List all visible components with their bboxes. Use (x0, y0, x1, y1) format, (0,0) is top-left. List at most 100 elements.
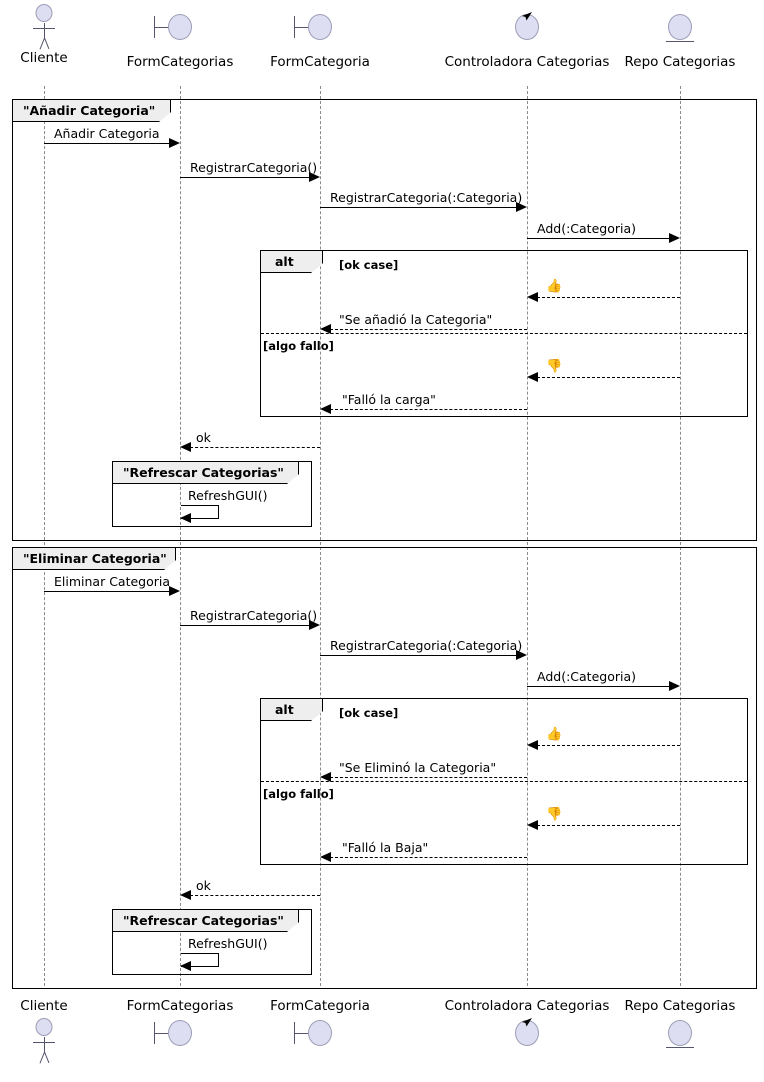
alt-operator-tab: alt (261, 699, 323, 721)
nested-frame-refrescar-categorias-2[interactable]: "Refrescar Categorias" (112, 909, 312, 975)
alt-operator-tab: alt (261, 251, 323, 273)
arrowhead-left-icon (180, 890, 191, 900)
message-label-registrarcategoria-categoria: RegistrarCategoria(:Categoria) (330, 638, 523, 653)
message-label-ok: ok (196, 878, 211, 893)
message-line (180, 625, 310, 626)
message-line-return (190, 447, 320, 448)
message-label-se-anadio: "Se añadió la Categoria" (339, 312, 493, 327)
arrowhead-right-icon (669, 233, 680, 243)
frame-title: "Refrescar Categorias" (123, 913, 284, 928)
frame-title: "Eliminar Categoria" (23, 551, 167, 566)
arrowhead-left-icon (527, 372, 538, 382)
arrowhead-right-icon (309, 620, 320, 630)
self-message-loop (181, 953, 219, 967)
arrowhead-left-icon (180, 961, 191, 971)
arrowhead-left-icon (180, 513, 191, 523)
frame-anadir-categoria[interactable]: "Añadir Categoria" (12, 99, 757, 541)
entity-icon (575, 14, 764, 54)
arrowhead-right-icon (169, 586, 180, 596)
message-label-refreshgui: RefreshGUI() (188, 936, 268, 951)
message-line-return (190, 895, 320, 896)
participant-label: Controladora Categorias (444, 998, 610, 1014)
alt-operator-label: alt (275, 702, 294, 717)
participant-label: Repo Categorias (624, 54, 736, 70)
message-line (320, 655, 517, 656)
message-label-thumbs-down: 👎 (546, 807, 563, 822)
message-label-add-categoria: Add(:Categoria) (537, 221, 636, 236)
arrowhead-left-icon (320, 852, 331, 862)
arrowhead-left-icon (320, 772, 331, 782)
message-line (180, 177, 310, 178)
participant-label: Controladora Categorias (444, 54, 610, 70)
boundary-icon (75, 14, 285, 54)
participant-foot-controladora-categorias[interactable]: Controladora Categorias (422, 998, 632, 1060)
frame-title: "Añadir Categoria" (23, 103, 156, 118)
frame-title: "Refrescar Categorias" (123, 465, 284, 480)
alt-guard-ok: [ok case] (339, 706, 399, 720)
participant-foot-formcategorias[interactable]: FormCategorias (75, 998, 285, 1060)
participant-head-controladora-categorias[interactable]: Controladora Categorias (422, 12, 632, 70)
self-message-loop (181, 505, 219, 519)
participant-head-cliente[interactable]: Cliente (0, 4, 149, 66)
frame-eliminar-categoria[interactable]: "Eliminar Categoria" (12, 547, 757, 989)
message-label-fallo-carga: "Falló la carga" (342, 392, 436, 407)
message-line-return (537, 745, 680, 746)
message-label-eliminar-categoria: Eliminar Categoria (54, 574, 171, 589)
frame-title-tab: "Eliminar Categoria" (13, 548, 176, 570)
participant-label: Cliente (20, 50, 68, 66)
message-line-return (537, 377, 680, 378)
participant-head-formcategoria[interactable]: FormCategoria (215, 14, 425, 70)
participant-label: FormCategorias (126, 998, 234, 1014)
message-label-registrarcategoria-categoria: RegistrarCategoria(:Categoria) (330, 190, 523, 205)
alt-fragment-1[interactable]: alt (260, 250, 748, 417)
message-line (527, 686, 670, 687)
message-label-thumbs-up: 👍 (546, 727, 563, 742)
message-line-return (330, 409, 527, 410)
alt-fragment-2[interactable]: alt (260, 698, 748, 865)
participant-label: FormCategoria (270, 54, 370, 70)
arrowhead-right-icon (169, 138, 180, 148)
message-label-registrarcategoria: RegistrarCategoria() (190, 608, 318, 623)
boundary-icon (75, 1020, 285, 1060)
alt-divider (261, 333, 747, 334)
message-label-thumbs-down: 👎 (546, 359, 563, 374)
participant-label: FormCategorias (126, 54, 234, 70)
alt-guard-ok: [ok case] (339, 258, 399, 272)
arrowhead-left-icon (320, 404, 331, 414)
frame-title-tab: "Refrescar Categorias" (113, 462, 299, 484)
controller-arrow-icon (522, 12, 532, 21)
arrowhead-left-icon (320, 324, 331, 334)
boundary-icon (215, 1020, 425, 1060)
participant-head-repo-categorias[interactable]: Repo Categorias (575, 14, 764, 70)
message-label-fallo-baja: "Falló la Baja" (342, 840, 429, 855)
participant-foot-repo-categorias[interactable]: Repo Categorias (575, 998, 764, 1060)
nested-frame-refrescar-categorias-1[interactable]: "Refrescar Categorias" (112, 461, 312, 527)
actor-icon (0, 1018, 149, 1068)
alt-guard-fallo: [algo fallo] (263, 339, 334, 353)
message-line-return (330, 857, 527, 858)
participant-foot-cliente[interactable]: Cliente (0, 998, 149, 1068)
message-line (320, 207, 517, 208)
message-line-return (330, 329, 527, 330)
alt-operator-label: alt (275, 254, 294, 269)
entity-icon (575, 1020, 764, 1060)
lifeline-cliente (44, 86, 45, 986)
message-label-se-elimino: "Se Eliminó la Categoria" (339, 760, 497, 775)
message-line (44, 143, 170, 144)
message-label-registrarcategoria: RegistrarCategoria() (190, 160, 318, 175)
message-label-refreshgui: RefreshGUI() (188, 488, 268, 503)
lifeline-formcategoria (320, 86, 321, 986)
participant-foot-formcategoria[interactable]: FormCategoria (215, 998, 425, 1060)
message-line-return (537, 297, 680, 298)
participant-label: FormCategoria (270, 998, 370, 1014)
message-line-return (537, 825, 680, 826)
arrowhead-left-icon (527, 740, 538, 750)
participant-head-formcategorias[interactable]: FormCategorias (75, 14, 285, 70)
controller-arrow-icon (522, 1018, 532, 1027)
message-label-add-categoria: Add(:Categoria) (537, 669, 636, 684)
lifeline-formcategorias (180, 86, 181, 986)
message-line-return (330, 777, 527, 778)
arrowhead-left-icon (527, 292, 538, 302)
arrowhead-right-icon (669, 681, 680, 691)
message-label-ok: ok (196, 430, 211, 445)
